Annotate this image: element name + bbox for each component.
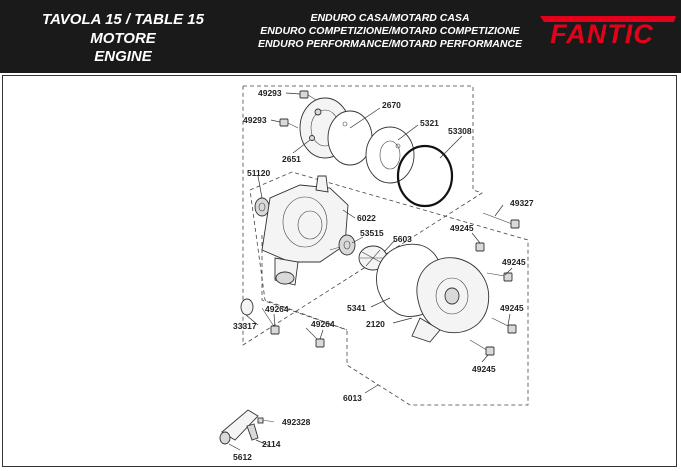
group-outline-cover xyxy=(242,85,483,346)
part-label: 6013 xyxy=(343,393,362,403)
pump-body-2120 xyxy=(411,257,490,343)
part-label: 53515 xyxy=(360,228,384,238)
bolt-49245-b xyxy=(486,272,513,282)
part-label: 2670 xyxy=(382,100,401,110)
part-label: 51120 xyxy=(247,168,270,178)
header-bar: TAVOLA 15 / TABLE 15 MOTORE ENGINE ENDUR… xyxy=(0,0,681,73)
part-label: 5341 xyxy=(347,303,366,313)
bearing-53515 xyxy=(329,234,356,256)
part-label: 49327 xyxy=(510,198,534,208)
table-title: TAVOLA 15 / TABLE 15 xyxy=(42,11,204,28)
plug-33317 xyxy=(240,298,254,316)
bolt-49293-top xyxy=(299,90,319,102)
part-label: 2120 xyxy=(366,319,385,329)
part-label: 49293 xyxy=(243,115,267,125)
bolt-49245-c xyxy=(491,317,517,334)
model-line: ENDURO COMPETIZIONE/MOTARD COMPETIZIONE xyxy=(260,25,520,37)
model-line: ENDURO CASA/MOTARD CASA xyxy=(310,12,470,24)
part-label: 53308 xyxy=(448,126,472,136)
bolt-49264-b xyxy=(305,327,325,348)
part-label: 49293 xyxy=(258,88,282,98)
diagram-frame xyxy=(2,75,677,467)
part-label: 49245 xyxy=(500,303,524,313)
group-outline-pump xyxy=(249,171,529,406)
part-label: 2651 xyxy=(282,154,301,164)
part-label: 49264 xyxy=(265,304,289,314)
part-label: 5321 xyxy=(420,118,439,128)
part-label: 492328 xyxy=(282,417,311,427)
part-label: 2114 xyxy=(262,439,281,449)
gasket-2670 xyxy=(327,110,373,166)
o-ring-53308 xyxy=(396,144,454,208)
bolt-49293-mid xyxy=(279,118,299,129)
part-label: 49245 xyxy=(450,223,474,233)
part-label: 5612 xyxy=(233,452,252,462)
bolt-49245-d xyxy=(469,339,495,356)
part-label: 5603 xyxy=(393,234,412,244)
housing-6022 xyxy=(261,175,349,286)
hose-fitting-5612 xyxy=(219,409,275,445)
brand-logo-text: FANTIC xyxy=(550,19,654,46)
section-title-it: MOTORE xyxy=(90,30,156,47)
part-label: 33317 xyxy=(233,321,257,331)
part-label: 49245 xyxy=(472,364,496,374)
part-label: 6022 xyxy=(357,213,376,223)
group-outline-lower xyxy=(261,235,348,331)
model-line: ENDURO PERFORMANCE/MOTARD PERFORMANCE xyxy=(257,38,523,50)
section-title-en: ENGINE xyxy=(94,48,152,65)
part-label: 49264 xyxy=(311,319,335,329)
plate-5321 xyxy=(365,126,415,184)
part-label: 49245 xyxy=(502,257,526,267)
bolt-49245-a xyxy=(475,242,485,252)
leader-lines xyxy=(228,92,513,451)
seal-51120 xyxy=(254,197,270,217)
brand-logo: FANTIC xyxy=(540,16,676,46)
bolt-49327 xyxy=(482,212,520,229)
